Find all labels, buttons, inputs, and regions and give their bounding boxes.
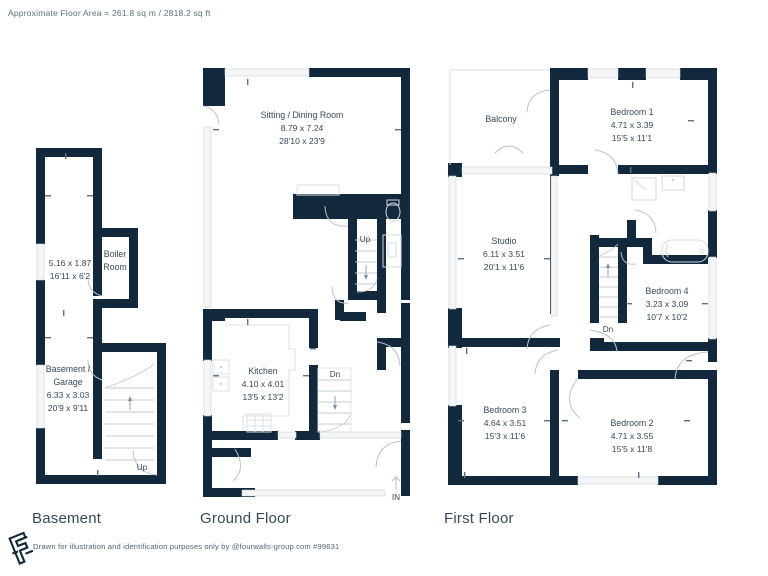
basement-walls [36,148,166,484]
ground-windows [203,68,402,497]
first-doors [494,89,709,419]
basement-windows [36,243,45,429]
bedroom1-metric: 4.71 x 3.39 [611,120,654,130]
basement-svg: 5.16 x 1.87 16'11 x 6'2 Boiler Room Base… [36,148,166,484]
bedroom4-imperial: 10'7 x 10'2 [646,312,687,322]
studio-metric: 6.11 x 3.51 [483,249,525,259]
basement-staircase [104,363,155,461]
bathroom-fittings [631,175,709,263]
first-floorplan: Balcony Bedroom 1 4.71 x 3.39 15'5 x 11'… [440,60,762,505]
floor-label-basement: Basement [32,510,102,527]
ground-staircase-down [317,367,352,433]
basement-doors [87,277,158,476]
first-stair-dn-label: Dn [603,325,614,334]
bedroom2-metric: 4.71 x 3.55 [611,431,654,441]
ground-walls [203,68,410,497]
studio-name: Studio [492,236,517,246]
ground-svg: Sitting / Dining Room 8.79 x 7.24 28'10 … [202,68,410,502]
floor-label-ground: Ground Floor [200,510,291,527]
fourwalls-logo-icon [4,528,38,568]
bedroom4-name: Bedroom 4 [645,286,688,296]
ground-dimension-ticks [213,79,401,377]
kitchen-imperial: 13'5 x 13'2 [242,392,283,402]
entrance-label: IN [392,493,400,502]
first-dimension-ticks [458,82,708,478]
entrance-arrow-icon [391,476,401,490]
balcony-outline [449,69,550,165]
bedroom3-imperial: 15'3 x 11'6 [485,431,526,441]
bedroom3-metric: 4.64 x 3.51 [484,418,527,428]
basement-room-labels: 5.16 x 1.87 16'11 x 6'2 Boiler Room Base… [46,249,148,472]
sitting-dining-imperial: 28'10 x 23'9 [279,136,325,146]
sitting-room-feature [296,184,340,196]
ground-doors [202,105,402,482]
basement-floorplan: 5.16 x 1.87 16'11 x 6'2 Boiler Room Base… [20,140,195,492]
bedroom1-name: Bedroom 1 [610,107,653,117]
ground-stair-up-label: Up [360,235,371,244]
bedroom2-imperial: 15'5 x 11'8 [612,444,653,454]
floor-label-first: First Floor [444,510,514,527]
basement-garage-metric: 6.33 x 3.03 [47,390,90,400]
footer-credit-text: Drawn for illustration and identificatio… [33,542,340,551]
basement-dimension-ticks [45,153,99,476]
sitting-dining-metric: 8.79 x 7.24 [281,123,324,133]
balcony-name: Balcony [485,114,517,124]
basement-stair-up-label: Up [137,463,148,472]
ground-room-labels: Sitting / Dining Room 8.79 x 7.24 28'10 … [242,110,400,502]
ground-floorplan: Sitting / Dining Room 8.79 x 7.24 28'10 … [185,60,420,505]
first-windows [448,68,717,485]
studio-imperial: 20'1 x 11'6 [484,262,525,272]
boiler-room-name-line2: Room [103,262,126,272]
sitting-dining-name: Sitting / Dining Room [261,110,344,120]
approximate-floor-area-note: Approximate Floor Area = 261.8 sq m / 28… [8,8,211,18]
first-staircase-down [598,243,619,318]
basement-room1-imperial: 16'11 x 6'2 [50,271,91,281]
ground-stair-dn-label: Dn [330,370,341,379]
first-svg: Balcony Bedroom 1 4.71 x 3.39 15'5 x 11'… [448,68,717,485]
boiler-room-name-line1: Boiler [104,249,127,259]
bedroom3-name: Bedroom 3 [483,405,526,415]
wc-fittings [382,199,402,268]
kitchen-metric: 4.10 x 4.01 [242,379,285,389]
basement-room1-metric: 5.16 x 1.87 [49,258,92,268]
basement-garage-name-line2: Garage [53,377,82,387]
bedroom2-name: Bedroom 2 [610,418,653,428]
basement-garage-name-line1: Basement / [46,364,91,374]
bedroom1-imperial: 15'5 x 11'1 [612,133,653,143]
kitchen-fittings [212,324,296,433]
ground-staircase-up [355,239,378,293]
bedroom4-metric: 3.23 x 3.09 [646,299,689,309]
first-room-labels: Balcony Bedroom 1 4.71 x 3.39 15'5 x 11'… [483,107,689,454]
basement-garage-imperial: 20'9 x 9'11 [48,403,89,413]
kitchen-name: Kitchen [248,366,277,376]
